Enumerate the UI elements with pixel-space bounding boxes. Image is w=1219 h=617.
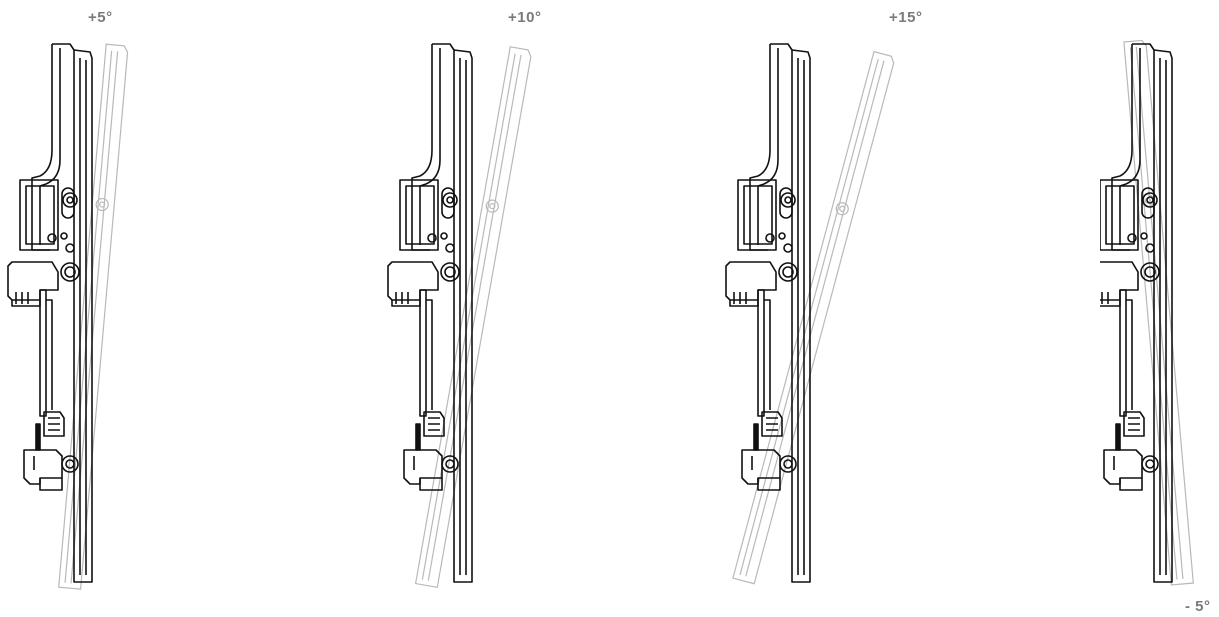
upper-arm	[749, 44, 771, 251]
rail-front	[1153, 49, 1173, 583]
tilt-label-plus-15: +15°	[889, 9, 923, 26]
wall-bracket	[1100, 43, 1173, 583]
upper-arm	[1111, 44, 1133, 251]
tension-strip	[1119, 289, 1127, 417]
top-bolt	[780, 192, 796, 208]
pivot-bolt	[778, 262, 798, 282]
slot	[441, 187, 455, 219]
tilt-label-plus-5: +5°	[88, 9, 113, 26]
top-bolt	[442, 192, 458, 208]
lower-bolt	[779, 455, 797, 473]
lower-bolt	[1141, 455, 1159, 473]
ratchet	[43, 411, 65, 437]
tension-strip	[39, 289, 47, 417]
bracket-view-plus-5	[7, 43, 129, 590]
hook-plate	[1100, 179, 1139, 251]
hook-plate	[399, 179, 439, 251]
ratchet	[423, 411, 445, 437]
pivot-bolt	[1140, 262, 1160, 282]
rail-front	[73, 49, 93, 583]
slot	[779, 187, 793, 219]
ratchet	[1123, 411, 1145, 437]
hook-plate	[19, 179, 59, 251]
tilt-label-minus-5: - 5°	[1185, 598, 1211, 615]
hook-plate	[737, 179, 777, 251]
lower-clamp	[741, 449, 781, 485]
lower-bolt	[441, 455, 459, 473]
rail-outline	[52, 43, 75, 520]
pivot-bolt	[440, 262, 460, 282]
tension-strip	[757, 289, 765, 417]
wall-bracket	[387, 43, 473, 583]
rail-front	[791, 49, 811, 583]
slot	[61, 187, 75, 219]
ratchet	[761, 411, 783, 437]
tilt-label-plus-10: +10°	[508, 9, 542, 26]
top-bolt	[62, 192, 78, 208]
monitor-rail-ghost	[414, 46, 532, 589]
tension-strip	[419, 289, 427, 417]
bracket-view-minus-5	[1100, 39, 1194, 586]
bracket-view-plus-10	[387, 43, 532, 589]
lower-bolt	[61, 455, 79, 473]
slot	[1141, 187, 1155, 219]
wall-bracket	[7, 43, 93, 583]
rail-front	[453, 49, 473, 583]
bracket-view-plus-15	[725, 43, 895, 585]
top-bolt	[1142, 192, 1158, 208]
latch	[1100, 261, 1139, 301]
upper-arm	[31, 44, 53, 251]
monitor-rail-ghost	[1123, 39, 1194, 586]
pivot-bolt	[60, 262, 80, 282]
rail-outline	[432, 43, 455, 520]
lower-clamp	[23, 449, 63, 485]
upper-arm	[411, 44, 433, 251]
rail-outline	[770, 43, 793, 520]
wall-bracket	[725, 43, 811, 583]
lower-clamp	[1103, 449, 1143, 485]
monitor-rail-ghost	[58, 43, 129, 590]
rail-outline	[1132, 43, 1155, 520]
